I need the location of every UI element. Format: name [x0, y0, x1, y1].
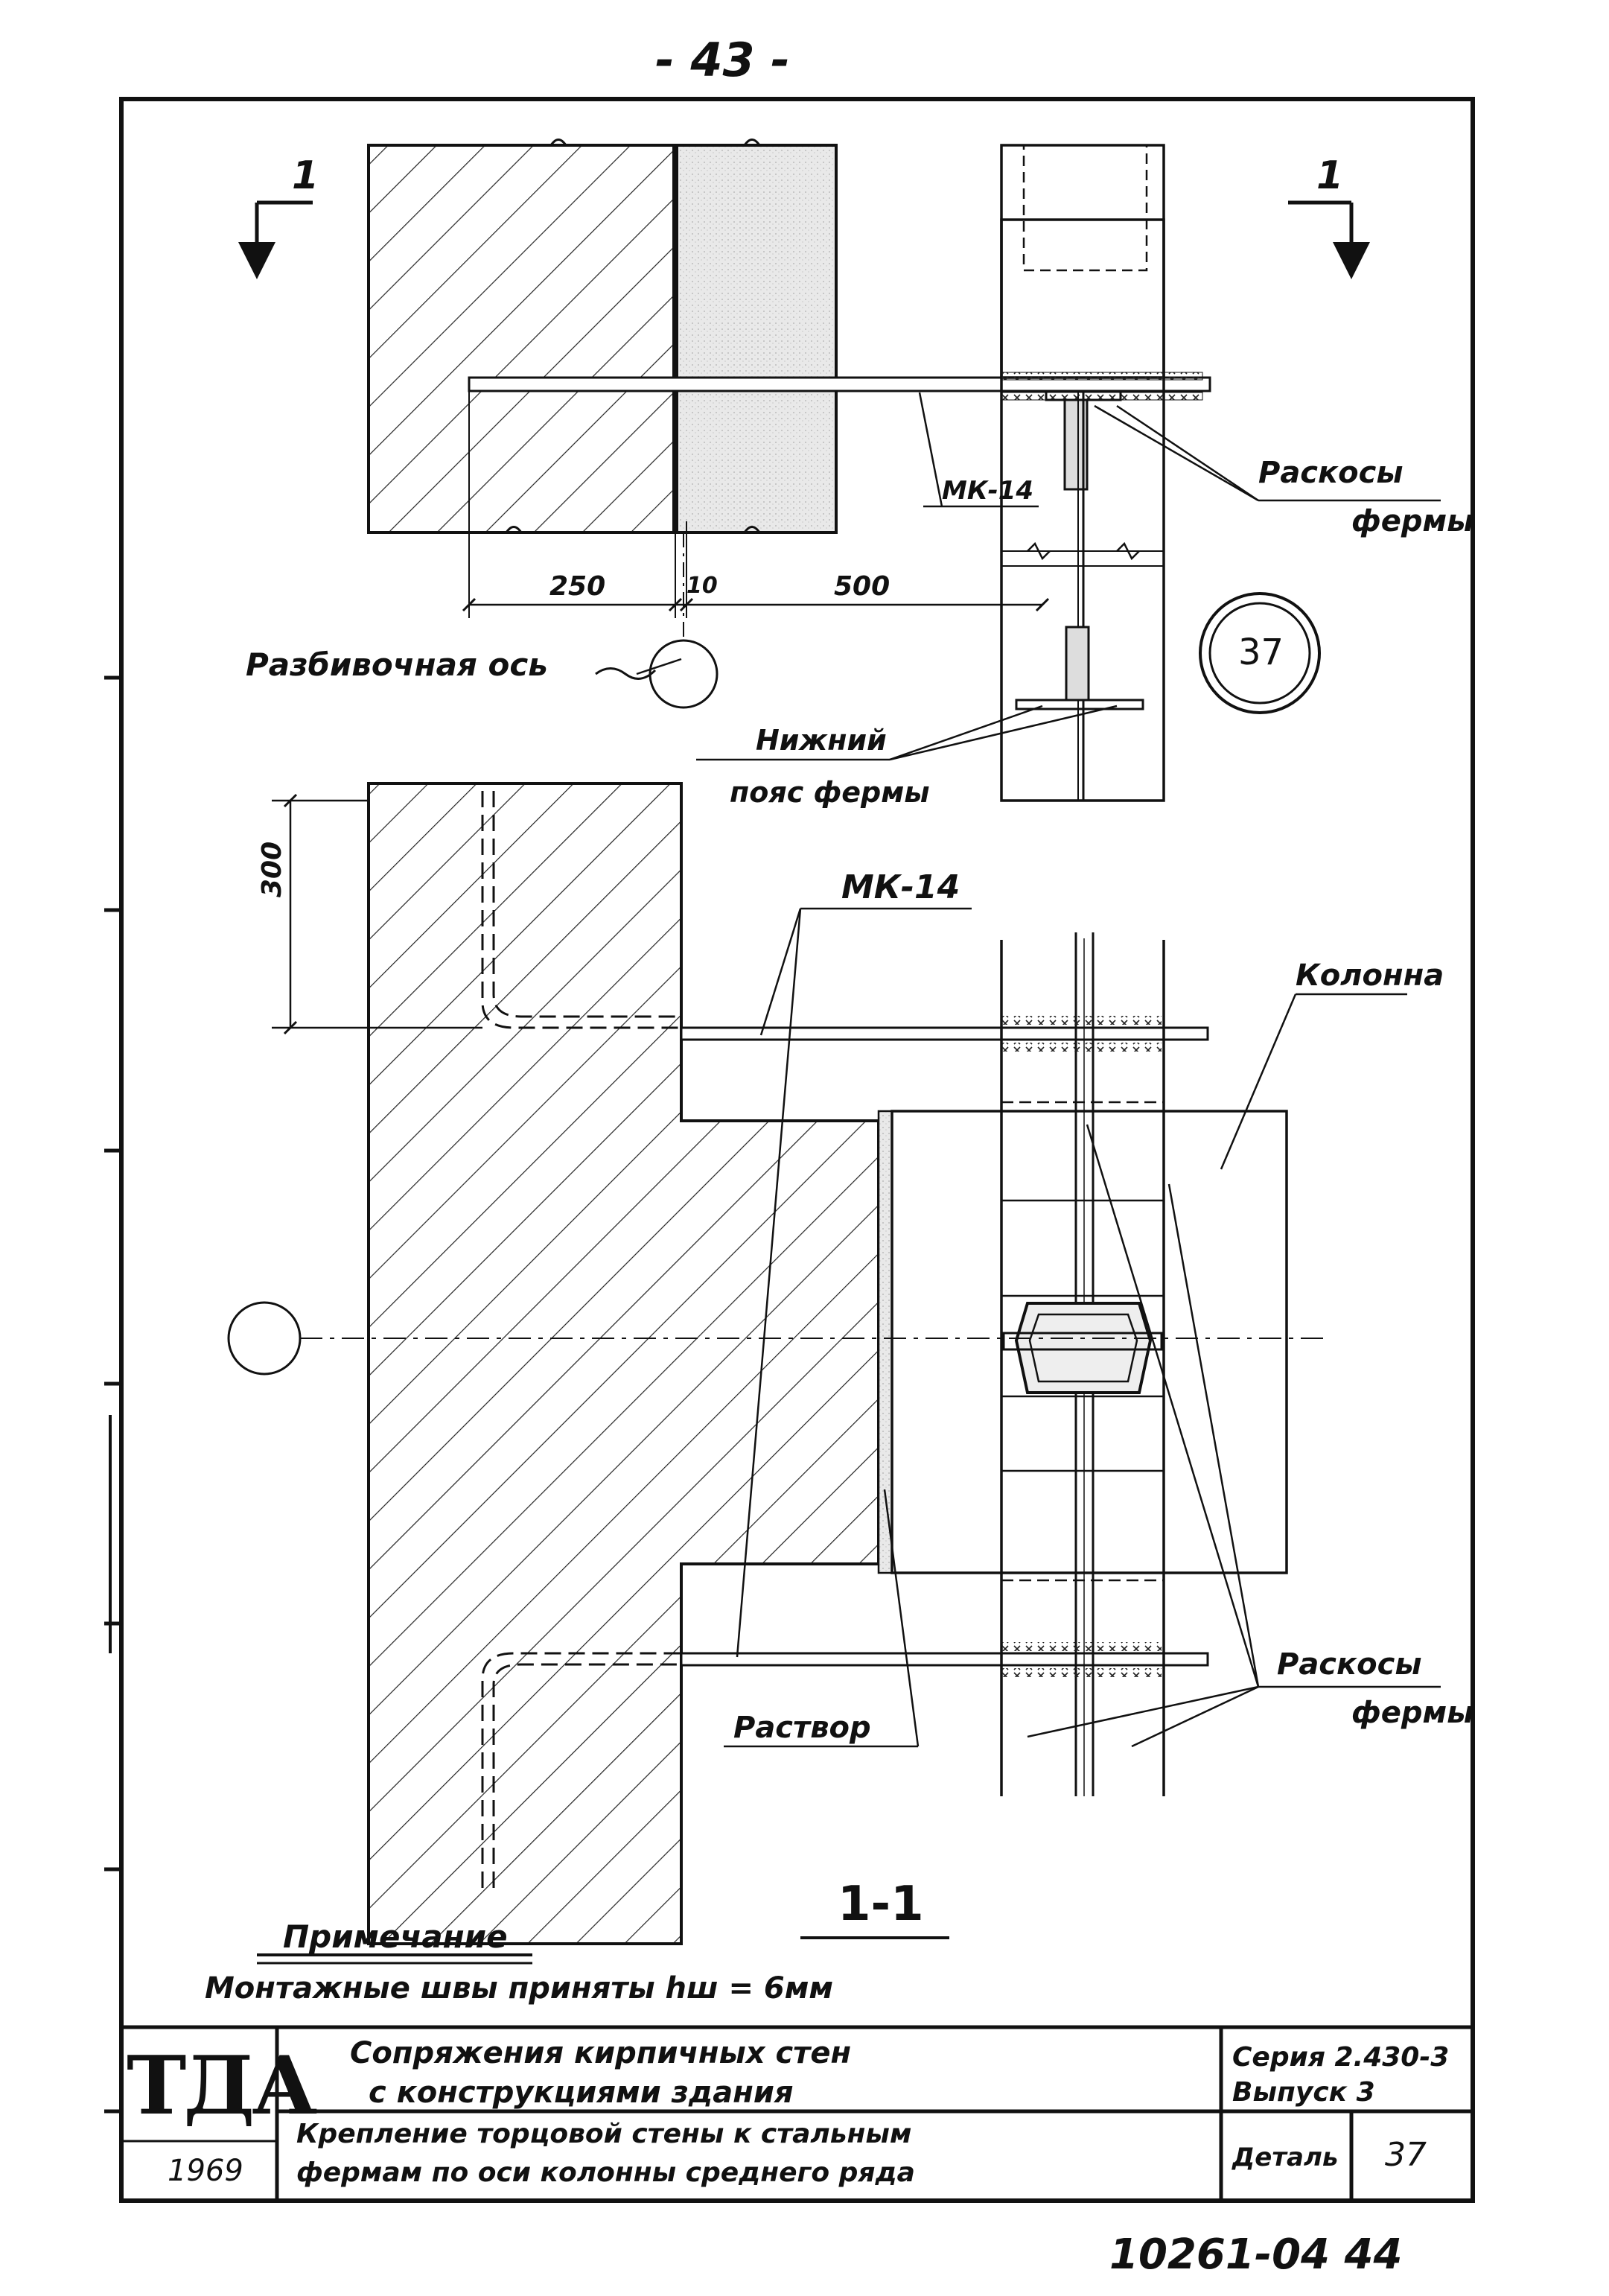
title-block-year: 1969 — [168, 2154, 243, 2188]
label-mk14-top: МК-14 — [942, 476, 1034, 506]
section-mark-left: 1 — [292, 153, 319, 198]
label-raskosy-bottom-2: фермы — [1351, 1696, 1474, 1730]
section-title: 1-1 — [838, 1877, 924, 1932]
label-razbivochnaya-os: Разбивочная ось — [246, 646, 548, 683]
title-block-lines — [121, 2025, 1473, 2201]
note-title: Примечание — [283, 1918, 508, 1955]
section-1-1 — [227, 782, 1441, 1965]
dim-10: 10 — [686, 573, 718, 599]
detail-value: 37 — [1385, 2136, 1427, 2174]
label-raskosy-top-2: фермы — [1351, 504, 1474, 538]
binding-ticks — [104, 675, 121, 2114]
title-line-1: Сопряжения кирпичных стен — [350, 2036, 852, 2070]
label-poyas-fermy: пояс фермы — [730, 776, 930, 809]
dim-250: 250 — [549, 571, 606, 602]
label-mk14-mid: МК-14 — [841, 868, 960, 906]
subtitle-line-2: фермам по оси колонны среднего ряда — [296, 2157, 915, 2188]
series-label: Серия 2.430-3 — [1232, 2042, 1450, 2073]
top-plan-view — [238, 139, 1441, 802]
label-raskosy-bottom-1: Раскосы — [1277, 1647, 1422, 1682]
label-rastvor: Раствор — [733, 1711, 871, 1745]
issue-label: Выпуск 3 — [1232, 2077, 1375, 2108]
label-raskosy-top-1: Раскосы — [1258, 456, 1404, 490]
label-nizhniy: Нижний — [756, 724, 887, 757]
label-kolonna: Колонна — [1296, 958, 1444, 993]
page-number: - 43 - — [655, 33, 790, 87]
archive-number: 10261-04 44 — [1109, 2230, 1403, 2279]
subtitle-line-1: Крепление торцовой стены к стальным — [296, 2119, 912, 2149]
note-text: Монтажные швы приняты hш = 6мм — [205, 1971, 834, 2006]
dim-500: 500 — [834, 571, 890, 602]
section-mark-right: 1 — [1316, 153, 1344, 198]
title-line-2: с конструкциями здания — [369, 2076, 794, 2110]
dim-300: 300 — [257, 841, 287, 897]
detail-label: Деталь — [1232, 2143, 1339, 2172]
logo-tda: ТДА — [127, 2039, 317, 2133]
detail-circle-number: 37 — [1238, 632, 1284, 673]
